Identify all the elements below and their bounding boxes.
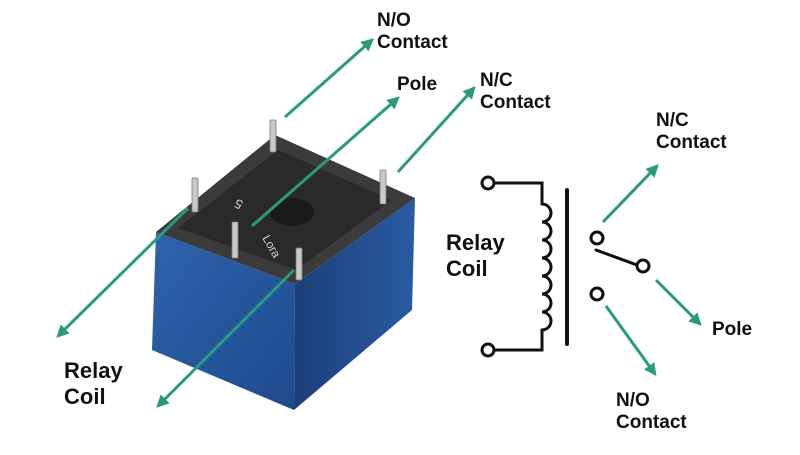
relay-center-circle [270,198,314,226]
arrow-pole [251,96,400,228]
label-photo-pole: Pole [397,74,438,95]
photo-arrows [56,38,476,408]
coil-terminal-bottom [480,342,496,358]
coil-wire-top [492,181,544,206]
pin-pole [231,221,239,259]
arrow-nc-contact [396,86,476,174]
pin-coil-left [191,177,199,213]
pole-terminal [635,258,651,274]
relay-photo: 5 Lora [152,119,415,410]
coil-terminal-top [480,175,496,191]
label-sch-pole: Pole [712,319,753,340]
relay-schematic [480,175,651,358]
arrow-no-contact [284,38,374,119]
nc-contact-terminal [589,230,605,246]
no-contact-terminal [589,286,605,302]
arrow-sch-nc [601,164,659,224]
arrow-coil-right [156,268,296,408]
pin-coil-right [295,247,303,281]
arrow-coil-left [56,206,190,338]
coil-wire-bottom [492,328,544,352]
schematic-arrows [601,164,702,377]
switch-blade [594,248,639,267]
arrow-sch-no [604,305,657,377]
relay-pins [191,119,387,281]
coil-winding [540,202,553,332]
relay-right-face [294,198,415,410]
pin-no-contact [269,119,277,153]
pin-nc-contact [379,169,387,205]
arrow-sch-pole [654,278,702,326]
relay-front-face [152,232,295,410]
